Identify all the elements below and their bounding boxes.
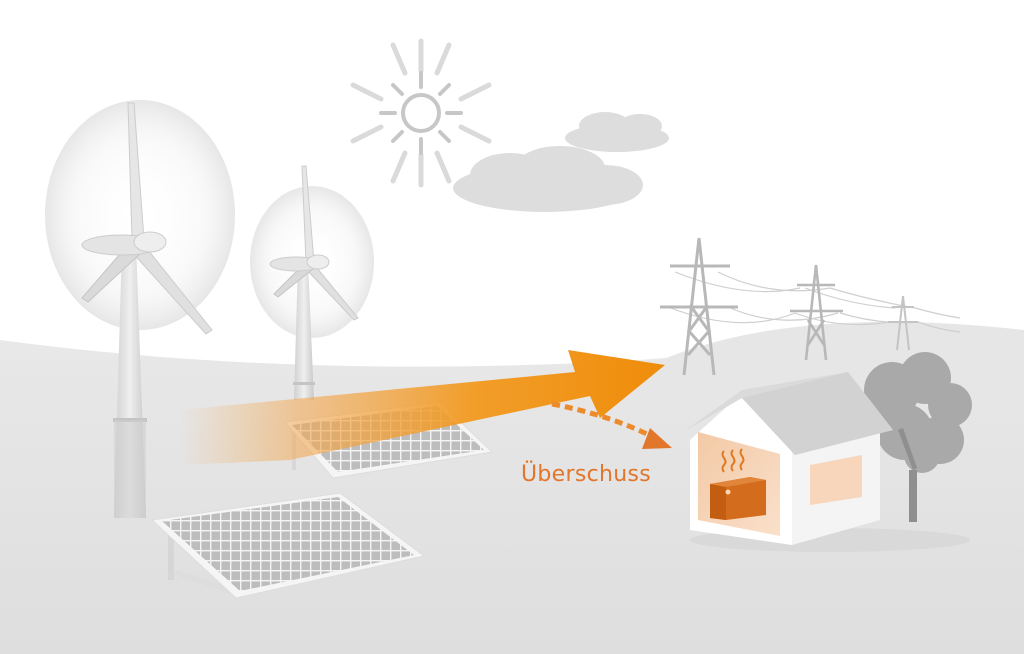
power-pylon-1-icon xyxy=(660,237,738,376)
power-pylon-3-icon xyxy=(888,295,918,351)
heater-icon xyxy=(710,477,766,520)
wind-turbine-small-icon xyxy=(250,165,374,400)
power-pylon-2-icon xyxy=(790,264,843,361)
main-energy-arrow xyxy=(180,350,665,465)
house-icon xyxy=(683,372,970,552)
surplus-label: Überschuss xyxy=(521,462,652,487)
cloud-large-icon xyxy=(453,146,643,212)
tree-icon xyxy=(858,352,972,522)
solar-panel-front-icon xyxy=(150,492,426,599)
surplus-dashed-arrow xyxy=(551,401,672,449)
wind-turbine-large-icon xyxy=(45,100,235,518)
sun-icon xyxy=(350,38,492,188)
cloud-small-icon xyxy=(565,112,669,152)
heat-waves-icon xyxy=(721,448,745,473)
